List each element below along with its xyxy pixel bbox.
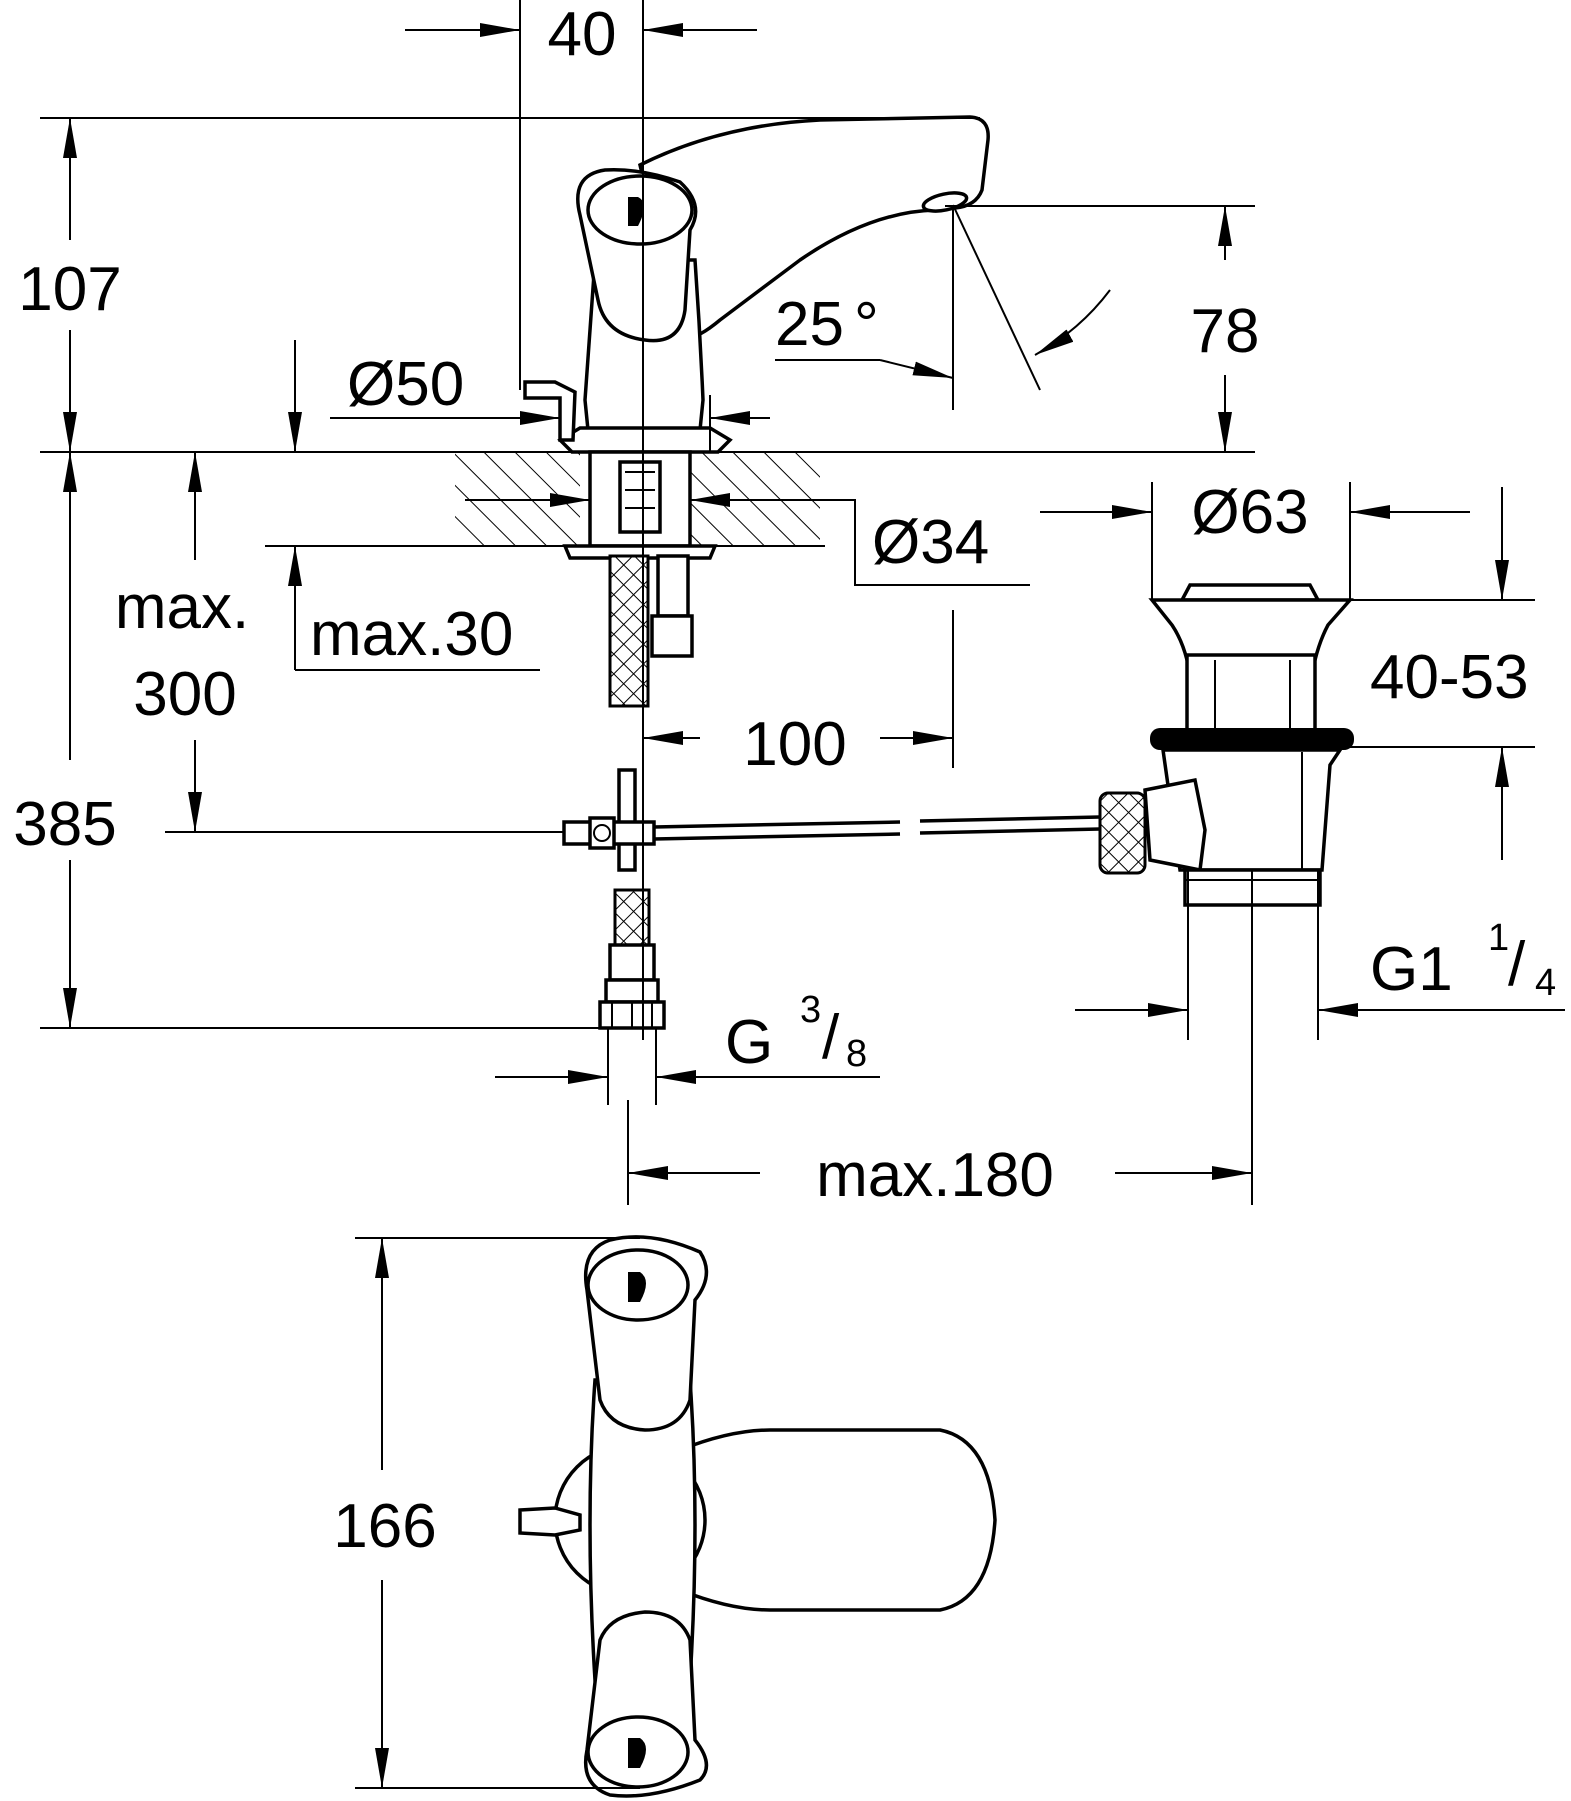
dim-base-diameter: Ø50 [347, 350, 464, 419]
top-view-spout [678, 1428, 997, 1612]
bottom-handle-index-icon [628, 1738, 646, 1768]
supply-connection [598, 888, 666, 1030]
faucet-side-view [450, 115, 1101, 1030]
drain-body [1185, 653, 1317, 732]
drain-flange [1148, 598, 1354, 662]
dim-spout-spacing: 40 [548, 0, 617, 69]
dim-height-top: 107 [18, 255, 121, 324]
pop-up-lever [523, 380, 577, 442]
drain-gasket [1150, 728, 1354, 750]
top-view-lever [518, 1506, 582, 1537]
dim-hole-diameter: Ø34 [872, 508, 989, 577]
dim-spout-angle: 25° [775, 290, 879, 359]
drain-pivot-connector [1143, 777, 1207, 873]
pull-rod-upper [656, 554, 690, 618]
drain-plug-cap [1179, 583, 1321, 602]
faucet-top-view [518, 1235, 997, 1798]
dimension-lines [40, 0, 1565, 1789]
waste-thread-sep: / [1508, 930, 1526, 999]
waste-thread-den: 4 [1535, 962, 1556, 1004]
top-handle-index-icon [628, 1272, 646, 1302]
waste-drain [1098, 583, 1354, 907]
dim-supply-thread: G 3 / 8 [725, 989, 867, 1077]
dim-spout-height: 78 [1191, 297, 1260, 366]
supply-thread-main: G [725, 1008, 773, 1077]
faucet-base [557, 426, 733, 454]
pivot-nut [1098, 791, 1147, 875]
dim-max-30: max.30 [310, 600, 513, 669]
waste-thread-main: G1 [1370, 935, 1453, 1004]
dim-pull-rod-distance: 100 [743, 710, 846, 779]
supply-thread-sep: / [822, 1003, 840, 1072]
dim-waste-thread: G1 1 / 4 [1370, 917, 1556, 1004]
dim-max-300-value: 300 [133, 660, 236, 729]
handle-index-icon [628, 197, 644, 226]
waste-thread-num: 1 [1488, 917, 1509, 959]
supply-hose [608, 554, 650, 708]
supply-thread-num: 3 [800, 989, 821, 1031]
pull-rod-connector [562, 768, 1101, 872]
spout [637, 115, 990, 340]
dim-total-height: 385 [13, 790, 116, 859]
dim-max-180: max.180 [816, 1141, 1054, 1210]
dim-top-view-length: 166 [333, 1492, 436, 1561]
dimension-labels: 40 107 78 25° Ø50 Ø34 Ø63 max. 300 max.3… [13, 0, 1556, 1561]
dim-waste-range: 40-53 [1370, 643, 1529, 712]
dim-max-label: max. [115, 573, 249, 642]
dim-waste-diameter: Ø63 [1191, 478, 1308, 547]
supply-thread-den: 8 [846, 1033, 867, 1075]
